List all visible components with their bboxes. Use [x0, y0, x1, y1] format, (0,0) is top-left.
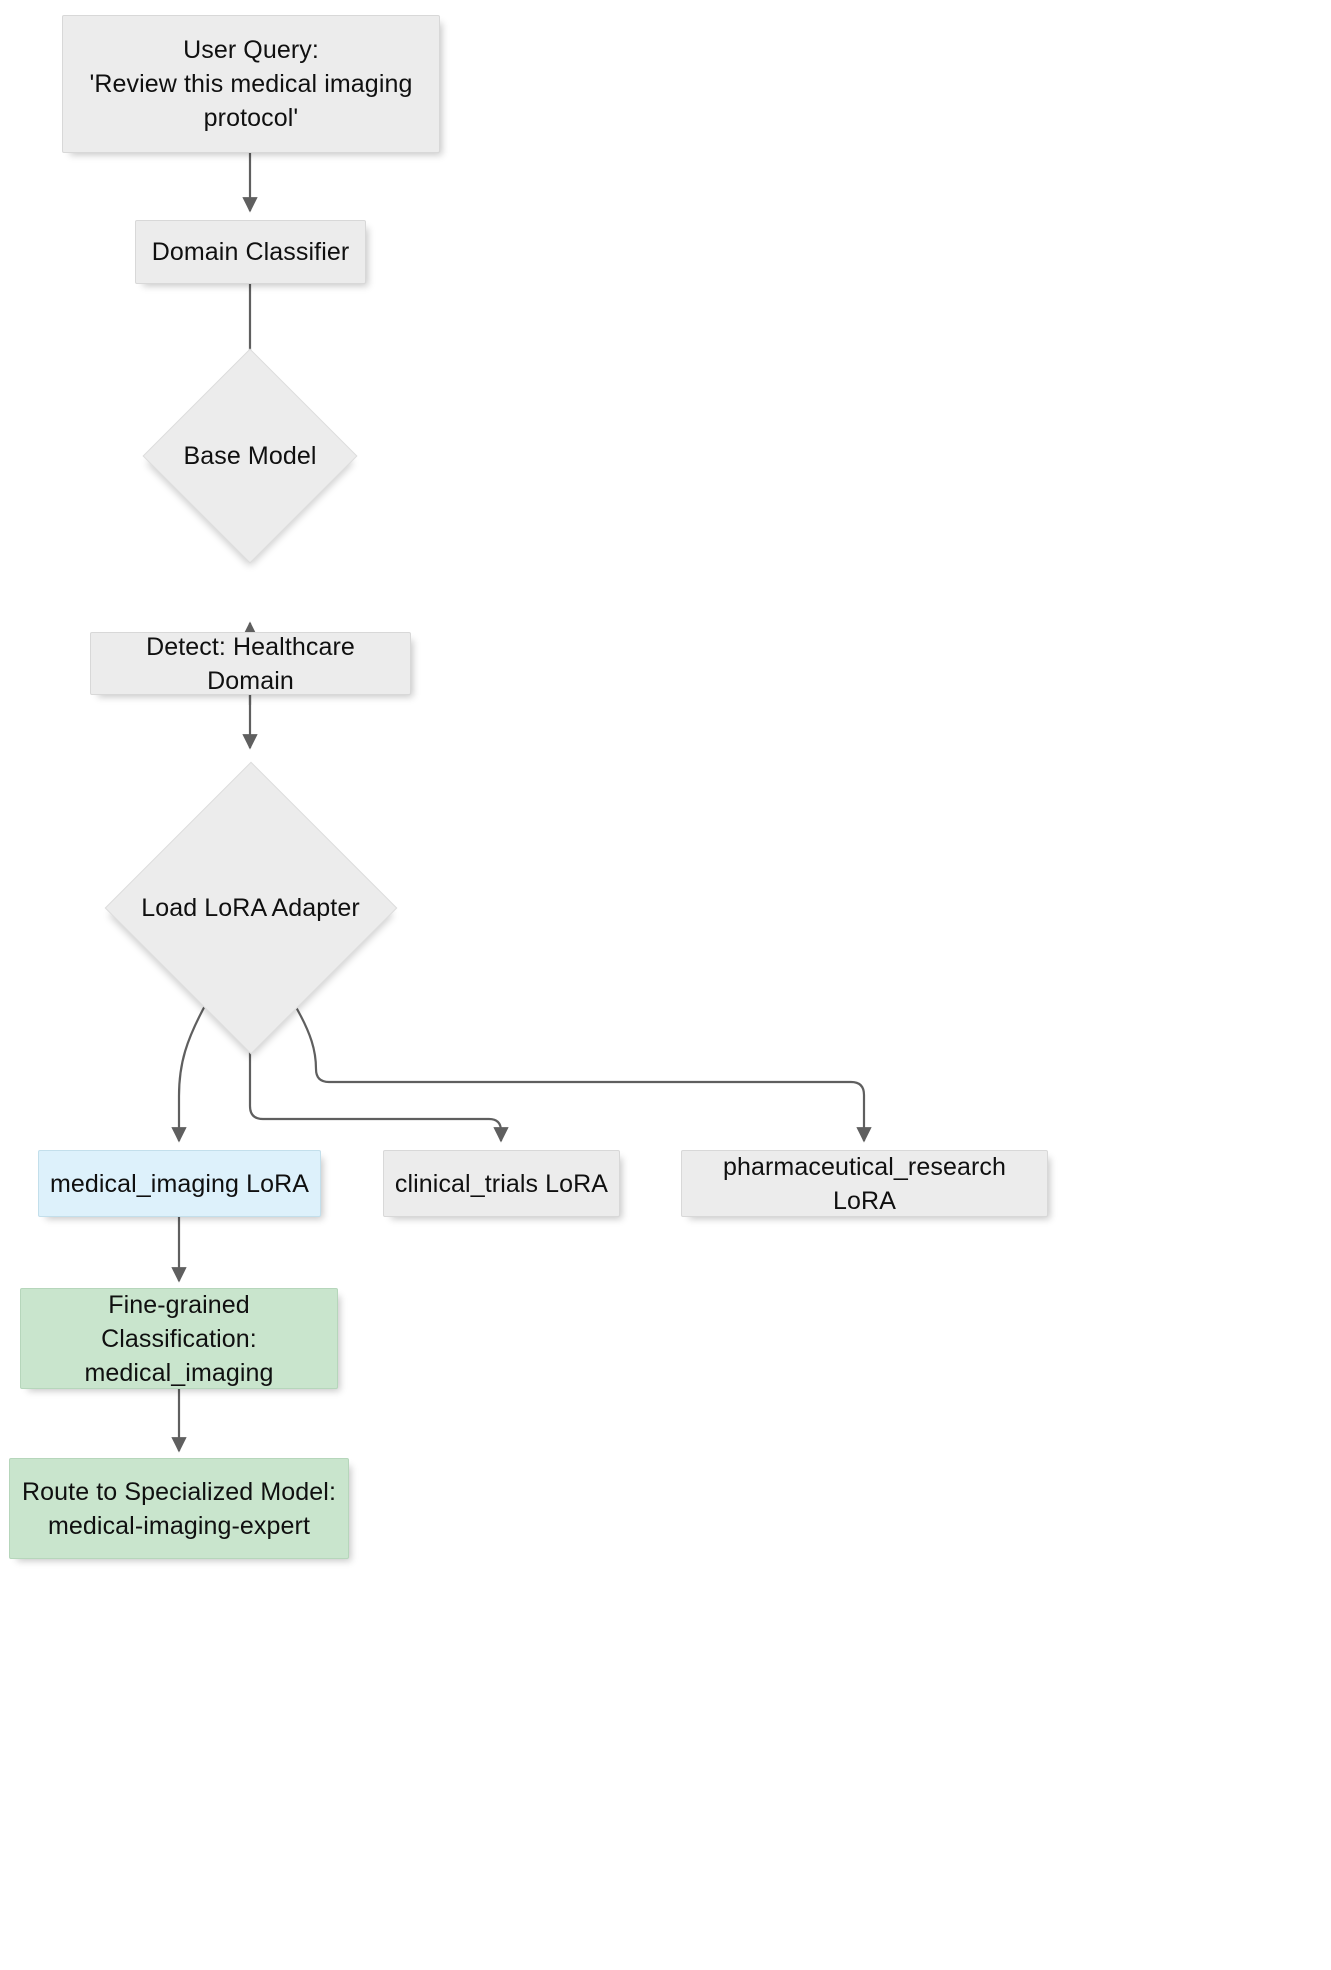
- node-detect-healthcare-domain-label: Detect: Healthcare Domain: [146, 632, 355, 695]
- node-pharmaceutical-research-lora[interactable]: pharmaceutical_research LoRA: [681, 1150, 1048, 1217]
- node-user-query[interactable]: User Query: 'Review this medical imaging…: [62, 15, 440, 153]
- node-route-to-specialized-model-label: Route to Specialized Model: medical-imag…: [22, 1477, 336, 1540]
- node-medical-imaging-lora[interactable]: medical_imaging LoRA: [38, 1150, 321, 1217]
- node-user-query-label: User Query: 'Review this medical imaging…: [89, 36, 413, 132]
- node-medical-imaging-lora-label: medical_imaging LoRA: [49, 1169, 310, 1198]
- edge-load-lora-adapter-to-medical-imaging-lora: [171, 1001, 208, 1143]
- edge-load-lora-adapter-to-clinical-trials-lora: [248, 1014, 509, 1143]
- node-fine-grained-classification-label: Fine-grained Classification: medical_ima…: [84, 1290, 274, 1387]
- node-clinical-trials-lora[interactable]: clinical_trials LoRA: [383, 1150, 620, 1217]
- node-load-lora-adapter[interactable]: Load LoRA Adapter: [104, 755, 397, 1060]
- node-detect-healthcare-domain[interactable]: Detect: Healthcare Domain: [90, 632, 411, 695]
- node-clinical-trials-lora-label: clinical_trials LoRA: [394, 1169, 609, 1198]
- node-fine-grained-classification[interactable]: Fine-grained Classification: medical_ima…: [20, 1288, 338, 1389]
- node-domain-classifier[interactable]: Domain Classifier: [135, 220, 366, 284]
- node-base-model[interactable]: Base Model: [142, 348, 358, 564]
- edge-load-lora-adapter-to-pharmaceutical-research-lora: [292, 1001, 872, 1143]
- node-route-to-specialized-model[interactable]: Route to Specialized Model: medical-imag…: [9, 1458, 349, 1559]
- node-load-lora-adapter-label: Load LoRA Adapter: [141, 893, 360, 922]
- node-base-model-label: Base Model: [183, 442, 317, 470]
- node-domain-classifier-label: Domain Classifier: [151, 238, 350, 266]
- node-pharmaceutical-research-lora-label: pharmaceutical_research LoRA: [722, 1152, 1006, 1215]
